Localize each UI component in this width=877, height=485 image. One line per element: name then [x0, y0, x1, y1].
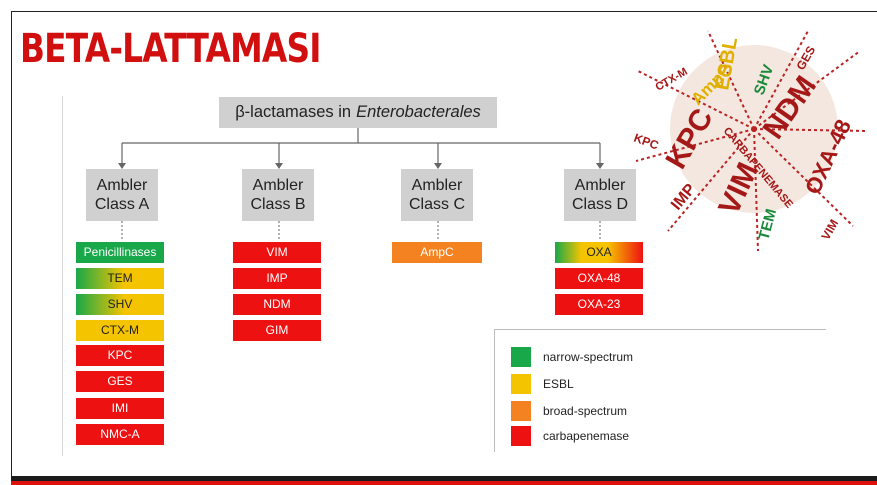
legend-label-broad: broad-spectrum — [543, 404, 628, 418]
enzyme-tem: TEM — [76, 268, 164, 289]
enzyme-gim: GIM — [233, 320, 321, 341]
enzyme-ampc: AmpC — [392, 242, 482, 263]
enzyme-kpc: KPC — [76, 345, 164, 366]
enzyme-shv: SHV — [76, 294, 164, 315]
enzyme-imp: IMP — [233, 268, 321, 289]
class-b-line2: Class B — [250, 196, 306, 213]
root-label: β-lactamases in — [235, 103, 352, 121]
enzyme-penicillinases: Penicillinases — [76, 242, 164, 263]
footer-accent — [11, 481, 877, 485]
class-c-line1: Ambler — [411, 177, 463, 194]
enzyme-oxa: OXA — [555, 242, 643, 263]
legend-swatch-esbl — [511, 374, 531, 394]
class-c-line2: Class C — [408, 196, 465, 213]
class-d-line2: Class D — [571, 196, 628, 213]
legend-border-left — [494, 329, 495, 452]
enzyme-ndm: NDM — [233, 294, 321, 315]
cloud-word-vim-2: VIM — [818, 217, 841, 242]
enzyme-nmc-a: NMC-A — [76, 424, 164, 445]
enzyme-oxa-23: OXA-23 — [555, 294, 643, 315]
legend-swatch-narrow — [511, 347, 531, 367]
legend-label-narrow: narrow-spectrum — [543, 350, 634, 364]
cloud-word-kpc-2: KPC — [632, 131, 661, 153]
class-b-line1: Ambler — [252, 177, 304, 194]
class-a-line1: Ambler — [96, 177, 148, 194]
legend-border-top — [494, 329, 826, 330]
enzyme-ctx-m: CTX-M — [76, 320, 164, 341]
legend-swatch-broad — [511, 401, 531, 421]
class-d-line1: Ambler — [574, 177, 626, 194]
word-cloud-image: KPC VIM NDM OXA-48 IMP ESBL AmpC TEM SHV… — [632, 30, 869, 252]
enzyme-vim: VIM — [233, 242, 321, 263]
legend-swatch-carbapenemase — [511, 426, 531, 446]
class-a-line2: Class A — [94, 196, 150, 213]
slide-frame — [11, 11, 877, 485]
root-label-italic: Enterobacterales — [356, 103, 481, 121]
enzyme-oxa-48: OXA-48 — [555, 268, 643, 289]
enzyme-imi: IMI — [76, 398, 164, 419]
root-node: β-lactamases in Enterobacterales — [219, 97, 497, 128]
enzyme-ges: GES — [76, 371, 164, 392]
cloud-word-ges: GES — [793, 44, 818, 73]
left-divider — [62, 96, 63, 456]
legend-label-esbl: ESBL — [543, 377, 574, 391]
slide-title: BETA-LATTAMASI — [20, 26, 322, 72]
footer-bar — [11, 476, 877, 485]
legend-label-carbapenemase: carbapenemase — [543, 429, 630, 443]
